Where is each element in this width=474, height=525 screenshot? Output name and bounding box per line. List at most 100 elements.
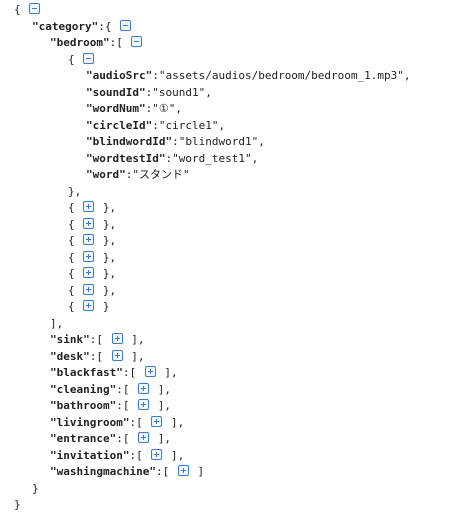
close-bracket: } xyxy=(14,498,21,511)
comma: , xyxy=(175,102,182,115)
colon: : xyxy=(89,333,97,346)
tree-line: { }, xyxy=(14,250,474,267)
comma: , xyxy=(218,118,226,132)
expand-icon[interactable] xyxy=(83,283,95,295)
tree-line: "blackfast":[ ], xyxy=(14,365,474,382)
expand-icon[interactable] xyxy=(83,234,95,245)
collapse-icon[interactable] xyxy=(29,3,41,14)
colon: : xyxy=(145,102,153,115)
comma: , xyxy=(403,69,411,82)
expand-icon[interactable] xyxy=(138,432,150,443)
tree-line: "blindwordId":"blindword1", xyxy=(14,134,474,151)
tree-line: "invitation":[ ], xyxy=(14,448,474,465)
expand-icon[interactable] xyxy=(144,366,156,377)
expand-icon[interactable] xyxy=(138,382,150,394)
json-key: "word" xyxy=(86,168,126,181)
open-bracket: [ xyxy=(136,448,150,462)
open-bracket: { xyxy=(104,19,119,33)
tree-line: { }, xyxy=(14,283,474,300)
open-bracket: [ xyxy=(129,366,143,379)
close-bracket: ], xyxy=(157,366,178,379)
json-value: "スタンド" xyxy=(132,168,190,181)
tree-line: "bathroom":[ ], xyxy=(14,398,474,415)
colon: : xyxy=(165,151,173,165)
tree-line: "wordNum":"①", xyxy=(14,101,474,118)
close-bracket: ] xyxy=(190,465,205,478)
json-key: "entrance" xyxy=(50,432,117,445)
json-value: "①" xyxy=(152,102,176,115)
collapse-icon[interactable] xyxy=(120,19,132,31)
tree-line: } xyxy=(14,481,474,498)
json-key: "soundId" xyxy=(86,85,146,99)
tree-line: "entrance":[ ], xyxy=(14,431,474,448)
expand-icon[interactable] xyxy=(138,399,150,410)
tree-line: { } xyxy=(14,299,474,316)
colon: : xyxy=(116,432,123,445)
tree-line: { xyxy=(14,2,474,19)
tree-line: { }, xyxy=(14,233,474,250)
tree-line: "sink":[ ], xyxy=(14,332,474,349)
colon: : xyxy=(155,465,163,478)
colon: : xyxy=(152,69,159,82)
close-bracket: ], xyxy=(151,432,171,445)
close-bracket: } xyxy=(96,300,110,313)
expand-icon[interactable] xyxy=(111,333,123,344)
close-bracket: }, xyxy=(96,234,117,247)
open-bracket: { xyxy=(14,3,28,16)
json-key: "desk" xyxy=(50,349,90,363)
tree-line: "desk":[ ], xyxy=(14,349,474,366)
colon: : xyxy=(89,349,97,363)
close-bracket: ], xyxy=(124,349,145,363)
close-bracket: ], xyxy=(164,415,185,429)
open-bracket: { xyxy=(68,300,82,313)
open-bracket: { xyxy=(68,283,82,297)
json-viewer: { "category":{ "bedroom":[ { "audioSrc":… xyxy=(14,2,474,514)
collapse-icon[interactable] xyxy=(131,36,143,47)
tree-line: } xyxy=(14,497,474,514)
tree-line: "soundId":"sound1", xyxy=(14,85,474,102)
expand-icon[interactable] xyxy=(111,349,123,361)
colon: : xyxy=(98,19,105,33)
json-value: "sound1" xyxy=(152,85,206,99)
expand-icon[interactable] xyxy=(177,465,189,476)
colon: : xyxy=(116,399,123,412)
colon: : xyxy=(152,118,159,132)
json-key: "circleId" xyxy=(86,118,153,132)
expand-icon[interactable] xyxy=(83,250,95,262)
json-key: "bathroom" xyxy=(50,399,117,412)
close-bracket: ], xyxy=(124,333,145,346)
expand-icon[interactable] xyxy=(83,201,95,212)
open-bracket: { xyxy=(68,52,82,66)
close-bracket: ], xyxy=(164,448,185,462)
colon: : xyxy=(172,135,179,148)
json-key: "audioSrc" xyxy=(86,69,153,82)
tree-line: "livingroom":[ ], xyxy=(14,415,474,432)
tree-line: "circleId":"circle1", xyxy=(14,118,474,135)
open-bracket: [ xyxy=(116,36,130,49)
tree-line: "word":"スタンド" xyxy=(14,167,474,184)
open-bracket: [ xyxy=(96,333,110,346)
colon: : xyxy=(129,415,137,429)
tree-line: "audioSrc":"assets/audios/bedroom/bedroo… xyxy=(14,68,474,85)
close-bracket: } xyxy=(32,481,39,495)
expand-icon[interactable] xyxy=(83,217,95,229)
json-key: "cleaning" xyxy=(50,382,117,396)
expand-icon[interactable] xyxy=(83,267,95,278)
tree-line: "bedroom":[ xyxy=(14,35,474,52)
json-key: "sink" xyxy=(50,333,90,346)
tree-line: "washingmachine":[ ] xyxy=(14,464,474,481)
collapse-icon[interactable] xyxy=(83,52,95,64)
open-bracket: [ xyxy=(122,432,137,445)
expand-icon[interactable] xyxy=(151,415,163,427)
close-bracket: }, xyxy=(68,184,82,198)
colon: : xyxy=(116,382,123,396)
json-key: "livingroom" xyxy=(50,415,130,429)
colon: : xyxy=(129,448,137,462)
close-bracket: ], xyxy=(151,382,171,396)
expand-icon[interactable] xyxy=(151,448,163,460)
open-bracket: [ xyxy=(122,399,137,412)
json-key: "bedroom" xyxy=(50,36,110,49)
comma: , xyxy=(251,151,259,165)
open-bracket: [ xyxy=(96,349,110,363)
expand-icon[interactable] xyxy=(83,300,95,311)
